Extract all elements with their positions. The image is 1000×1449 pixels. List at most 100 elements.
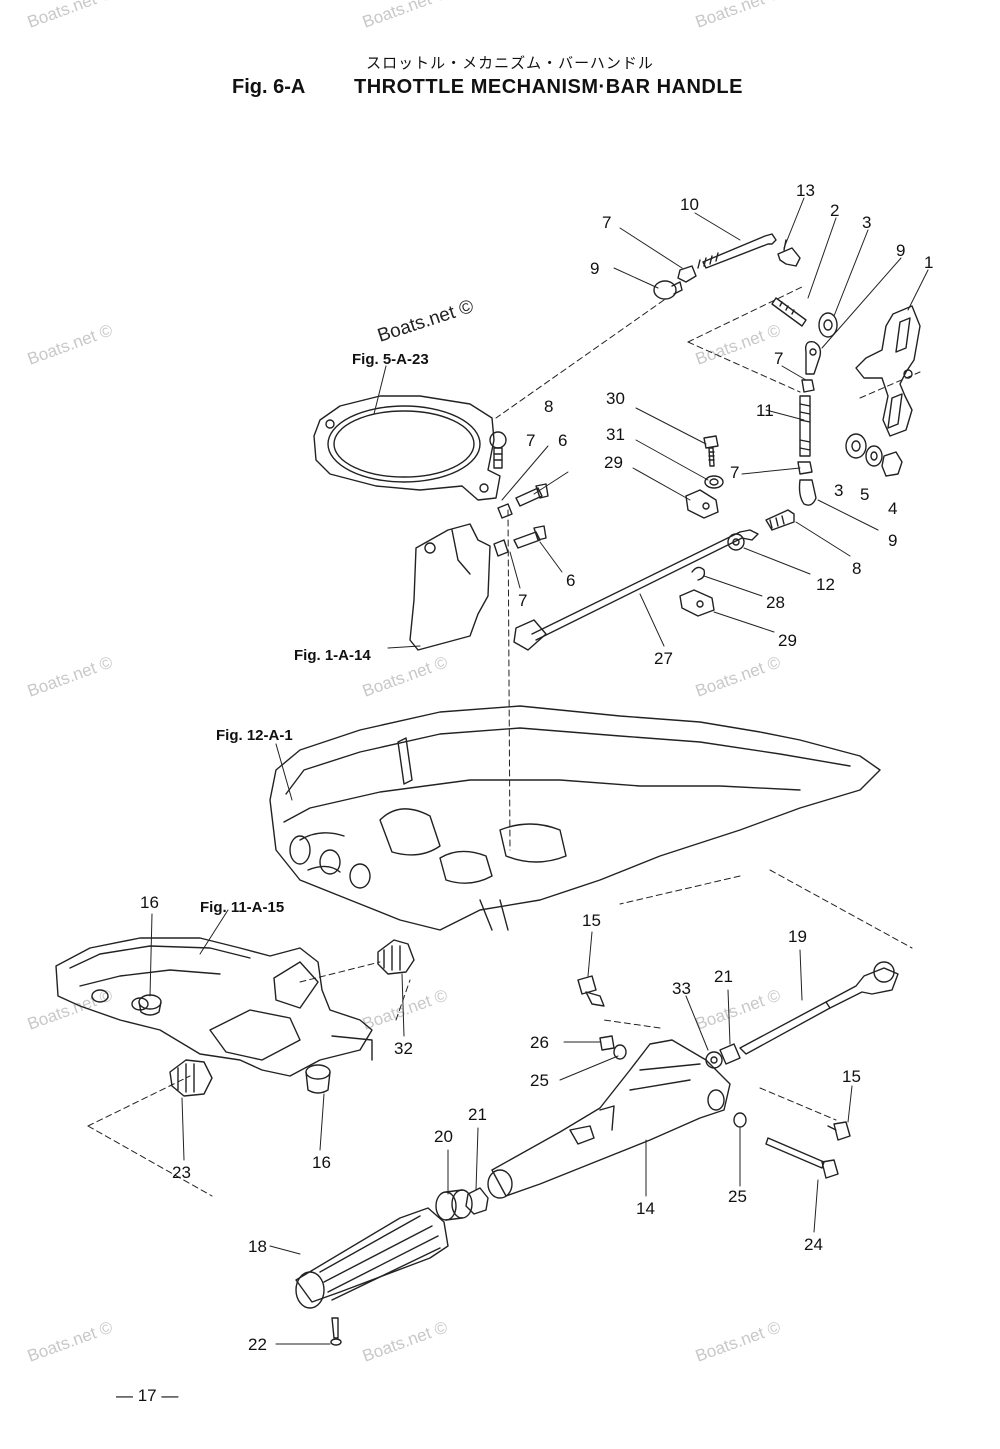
watermarks: Boats.net © Boats.net © Boats.net © Boat… <box>25 0 784 1366</box>
throttle-cable <box>513 529 759 651</box>
ball-stud <box>765 509 795 531</box>
page-number: — 17 — <box>116 1386 179 1405</box>
watermark: Boats.net © <box>25 985 116 1033</box>
nut <box>497 503 513 519</box>
callout-24: 24 <box>804 1235 823 1254</box>
callout-6: 6 <box>566 571 575 590</box>
callout-7: 7 <box>774 349 783 368</box>
watermark: Boats.net © <box>25 1317 116 1365</box>
callout-30: 30 <box>606 389 625 408</box>
callout-22: 22 <box>248 1335 267 1354</box>
callout-12: 12 <box>816 575 835 594</box>
cover-plate <box>313 395 501 501</box>
screw <box>330 1317 342 1346</box>
ball-joint <box>798 479 817 506</box>
spacer <box>704 475 724 489</box>
callout-15: 15 <box>842 1067 861 1086</box>
watermark: Boats.net © <box>25 652 116 700</box>
bolt <box>765 1137 839 1179</box>
clip <box>691 566 706 581</box>
callout-2: 2 <box>830 201 839 220</box>
throttle-arm <box>855 305 921 437</box>
callout-26: 26 <box>530 1033 549 1052</box>
screw <box>771 297 807 327</box>
callout-18: 18 <box>248 1237 267 1256</box>
callout-7: 7 <box>602 213 611 232</box>
callout-8: 8 <box>852 559 861 578</box>
friction-bushing <box>377 939 415 975</box>
callout-33: 33 <box>672 979 691 998</box>
callout-29: 29 <box>778 631 797 650</box>
watermark: Boats.net © <box>25 320 116 368</box>
link-rod <box>799 395 811 457</box>
bottom-cowling <box>269 705 881 931</box>
callout-15: 15 <box>582 911 601 930</box>
callout-5: 5 <box>860 485 869 504</box>
watermark: Boats.net © <box>693 0 784 32</box>
nut <box>797 461 813 475</box>
cable-clamp <box>685 489 719 519</box>
callout-29: 29 <box>604 453 623 472</box>
throttle-shaft <box>739 961 899 1055</box>
callout-11: 11 <box>756 401 774 420</box>
figure-title: THROTTLE MECHANISM·BAR HANDLE <box>354 76 743 98</box>
callout-21: 21 <box>714 967 733 986</box>
ref-label: Fig. 12-A-1 <box>216 727 293 744</box>
callout-7: 7 <box>526 431 535 450</box>
callout-20: 20 <box>434 1127 453 1146</box>
watermark: Boats.net © <box>693 1317 784 1365</box>
callout-27: 27 <box>654 649 673 668</box>
bracket-plate <box>409 523 491 651</box>
watermark: Boats.net © <box>360 1317 451 1365</box>
washer <box>733 1112 747 1128</box>
screw <box>577 975 605 1007</box>
callout-4: 4 <box>888 499 897 518</box>
callout-7: 7 <box>730 463 739 482</box>
callout-16: 16 <box>140 893 159 912</box>
callout-31: 31 <box>606 425 625 444</box>
bushing <box>465 1187 489 1215</box>
watermark-dark: Boats.net © <box>375 296 476 347</box>
callout-25: 25 <box>728 1187 747 1206</box>
callout-19: 19 <box>788 927 807 946</box>
callout-10: 10 <box>680 195 699 214</box>
nut <box>801 379 815 393</box>
steering-bracket <box>55 937 373 1077</box>
callout-21: 21 <box>468 1105 487 1124</box>
bolt <box>515 483 549 507</box>
assembly-lines <box>87 285 921 1197</box>
callout-3: 3 <box>834 481 843 500</box>
callout-28: 28 <box>766 593 785 612</box>
ref-label: Fig. 1-A-14 <box>294 647 371 664</box>
collar <box>719 1043 741 1065</box>
ball-joint <box>804 341 822 375</box>
ref-label: Fig. 5-A-23 <box>352 351 429 368</box>
link-bracket <box>777 239 801 267</box>
watermark: Boats.net © <box>360 652 451 700</box>
callout-9: 9 <box>590 259 599 278</box>
callout-3: 3 <box>862 213 871 232</box>
tiller-arm <box>487 1039 731 1199</box>
callout-16: 16 <box>312 1153 331 1172</box>
leader-lines <box>149 197 929 1345</box>
screw <box>827 1121 851 1141</box>
watermark: Boats.net © <box>693 320 784 368</box>
watermark: Boats.net © <box>693 652 784 700</box>
throttle-grip <box>295 1207 449 1309</box>
cable-clamp <box>679 589 715 617</box>
bolt <box>703 435 719 467</box>
japanese-title: スロットル・メカニズム・バーハンドル <box>366 54 654 72</box>
callout-6: 6 <box>558 431 567 450</box>
ball-joint <box>653 280 683 300</box>
callout-8: 8 <box>544 397 553 416</box>
callout-25: 25 <box>530 1071 549 1090</box>
nut <box>677 265 697 283</box>
washer <box>818 312 838 338</box>
callout-7: 7 <box>518 591 527 610</box>
ball-stud <box>489 431 507 469</box>
callout-9: 9 <box>888 531 897 550</box>
callout-32: 32 <box>394 1039 413 1058</box>
bolt <box>513 525 547 549</box>
bushing <box>305 1064 331 1094</box>
washer <box>845 433 867 459</box>
